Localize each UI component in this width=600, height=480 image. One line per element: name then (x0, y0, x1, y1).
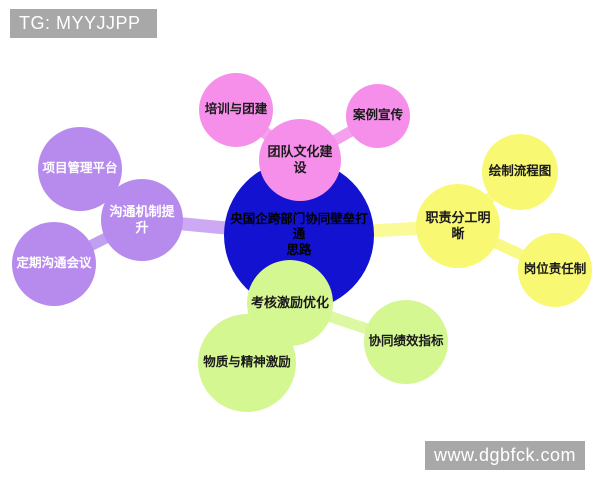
watermark-site-text: www.dgbfck.com (433, 445, 577, 465)
node-case-publicity: 案例宣传 (346, 84, 410, 148)
central-topic-line2: 思路 (286, 242, 312, 257)
node-regular-meetings: 定期沟通会议 (12, 222, 96, 306)
central-topic-line1: 央国企跨部门协同壁垒打通 (230, 211, 368, 242)
watermark-site-banner: www.dgbfck.com (425, 441, 585, 470)
node-team-culture-branch: 团队文化建设 (259, 119, 341, 201)
node-post-responsibility: 岗位责任制 (518, 233, 592, 307)
watermark-tg-banner: TG: MYYJJPP (10, 9, 157, 38)
node-flowchart: 绘制流程图 (482, 134, 558, 210)
watermark-tg-text: TG: MYYJJPP (19, 13, 141, 33)
central-topic-label: 央国企跨部门协同壁垒打通 思路 (228, 212, 370, 259)
node-project-management-platform: 项目管理平台 (38, 127, 122, 211)
node-training-team-building: 培训与团建 (199, 73, 273, 147)
node-duty-division-branch: 职责分工明晰 (416, 184, 500, 268)
node-synergy-kpi: 协同绩效指标 (364, 300, 448, 384)
node-material-spiritual-incentive: 物质与精神激励 (198, 314, 296, 412)
